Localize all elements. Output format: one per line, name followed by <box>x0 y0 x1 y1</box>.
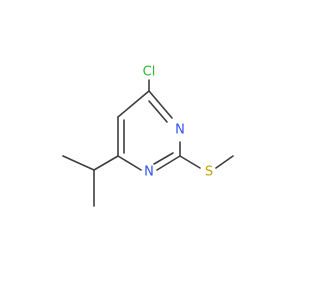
bond-isopropyl-methyl-left <box>62 155 95 171</box>
bond-n1-c2-outer <box>156 155 181 171</box>
bond-n3-c4-inner <box>148 100 168 123</box>
atom-label-nitrogen-bottom: N <box>144 165 154 180</box>
bond-n1-c2-inner <box>153 152 174 165</box>
bond-c2-s <box>179 155 201 169</box>
bond-s-methyl <box>215 155 234 169</box>
atom-label-sulfur: S <box>205 165 213 180</box>
bond-c6-isopropyl <box>93 155 119 171</box>
atom-label-chlorine: Cl <box>143 65 156 80</box>
bond-n3-c4-outer <box>148 90 173 119</box>
molecule-structure: Cl N N S <box>62 65 234 207</box>
atom-label-nitrogen-top: N <box>175 123 185 138</box>
bond-c4-c5 <box>117 90 150 118</box>
bond-c6-n1 <box>117 155 142 171</box>
